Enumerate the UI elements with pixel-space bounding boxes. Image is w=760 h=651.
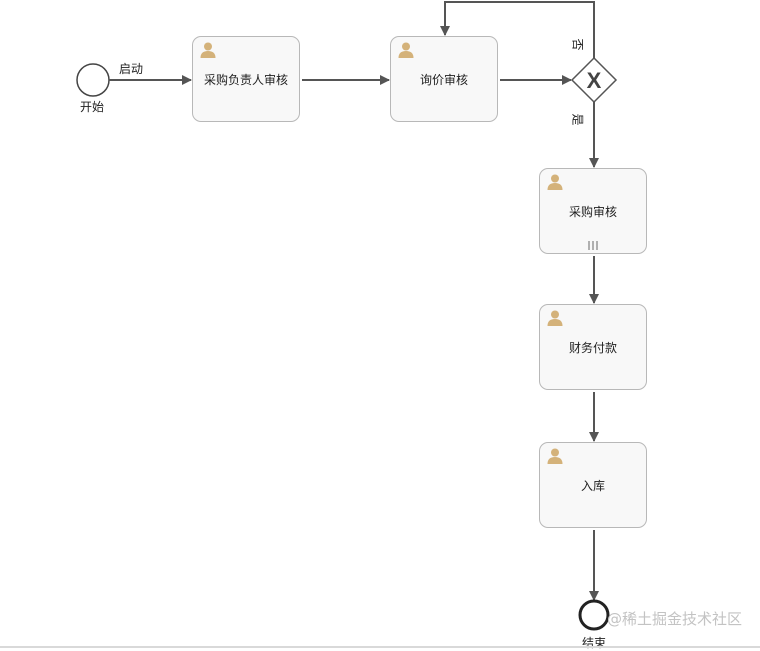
- end-event-label: 结束: [582, 636, 607, 650]
- task-label: 采购审核: [568, 204, 617, 219]
- user-icon: [547, 448, 563, 464]
- user-icon: [200, 42, 216, 58]
- user-icon: [547, 174, 563, 190]
- task-inquiry-review[interactable]: 询价审核: [390, 36, 498, 122]
- task-purchase-manager-review[interactable]: 采购负责人审核: [192, 36, 300, 122]
- gateway-yes-label: 是: [570, 113, 585, 126]
- start-event-label: 开始: [80, 100, 105, 114]
- task-label: 采购负责人审核: [203, 72, 288, 87]
- user-icon: [547, 310, 563, 326]
- task-label: 财务付款: [568, 340, 617, 355]
- gateway-x-icon: X: [587, 68, 602, 93]
- task-warehousing[interactable]: 入库: [539, 442, 647, 528]
- user-icon: [398, 42, 414, 58]
- start-flow-label: 启动: [119, 62, 144, 76]
- task-label: 入库: [580, 478, 605, 493]
- exclusive-gateway[interactable]: X: [570, 56, 618, 104]
- gateway-no-label: 否: [570, 38, 585, 51]
- parallel-multi-instance-icon: [588, 241, 598, 250]
- watermark: @稀土掘金技术社区: [606, 610, 742, 628]
- start-event[interactable]: [76, 63, 110, 97]
- task-label: 询价审核: [419, 72, 468, 87]
- task-purchase-review[interactable]: 采购审核: [539, 168, 647, 254]
- flow-gateway-no-loop[interactable]: [440, 1, 595, 58]
- bottom-divider: [0, 646, 760, 648]
- task-finance-payment[interactable]: 财务付款: [539, 304, 647, 390]
- end-event[interactable]: [578, 599, 610, 631]
